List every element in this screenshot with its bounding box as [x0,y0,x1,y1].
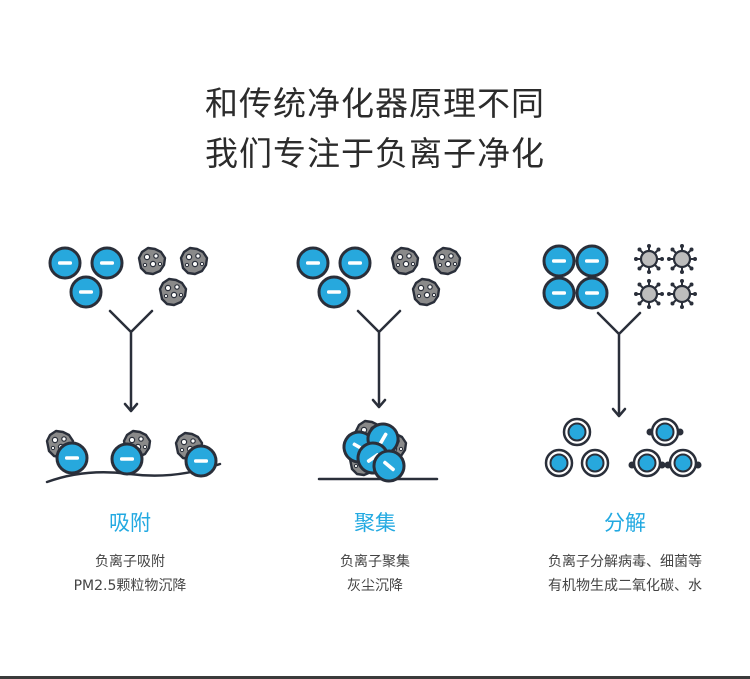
co2-molecule-icon [632,448,662,478]
negative-ion-icon [69,275,103,309]
dust-particle-icon [137,246,167,276]
negative-ion-icon [317,275,351,309]
virus-icon [665,242,699,276]
negative-ion-icon [542,276,576,310]
desc-line: 负离子吸附 [95,554,165,570]
column-desc-decomposition: 负离子分解病毒、细菌等 有机物生成二氧化碳、水 [500,550,750,598]
virus-icon [632,277,666,311]
desc-line: 有机物生成二氧化碳、水 [548,578,702,594]
aggregation-diagram [296,246,462,489]
negative-ion-icon [338,246,372,280]
column-title-aggregation: 聚集 [354,511,396,535]
desc-line: 负离子聚集 [340,554,410,570]
co2-molecule-icon [668,448,698,478]
dust-particle-icon [179,246,209,276]
negative-ion-icon [575,244,609,278]
particle-cluster [337,417,412,489]
carbon-dioxide-molecules [628,417,702,478]
negative-ion-icon [296,246,330,280]
adsorption-diagram [45,246,222,484]
column-title-adsorption: 吸附 [109,511,151,535]
merge-arrow-line [108,309,154,410]
virus-icon [632,242,666,276]
co2-molecule-icon [650,417,680,447]
merge-arrow-line [356,309,402,406]
negative-ion-icon [542,244,576,278]
negative-ion-icon [110,442,144,476]
decomposition-diagram [542,242,702,478]
negative-ion-icon [55,441,89,475]
negative-ion-icon [575,276,609,310]
column-title-decomposition: 分解 [604,511,646,535]
bottom-divider [0,676,750,679]
dust-particle-icon [158,277,188,307]
negative-ion-icon [90,246,124,280]
desc-line: 灰尘沉降 [347,578,403,594]
dust-particle-icon [411,277,441,307]
water-molecule-icon [562,417,592,447]
column-desc-aggregation: 负离子聚集 灰尘沉降 [250,550,500,598]
negative-ion-icon [48,246,82,280]
water-molecules [544,417,610,478]
desc-line: 负离子分解病毒、细菌等 [548,554,702,570]
desc-line: PM2.5颗粒物沉降 [73,578,187,594]
dust-particle-icon [390,246,420,276]
headline-line-2: 我们专注于负离子净化 [205,134,545,173]
virus-icon [665,277,699,311]
negative-ion-icon [184,444,218,478]
column-desc-adsorption: 负离子吸附 PM2.5颗粒物沉降 [5,550,255,598]
merge-arrow-line [596,311,642,415]
water-molecule-icon [580,448,610,478]
headline-line-1: 和传统净化器原理不同 [205,84,545,123]
dust-particle-icon [432,246,462,276]
water-molecule-icon [544,448,574,478]
